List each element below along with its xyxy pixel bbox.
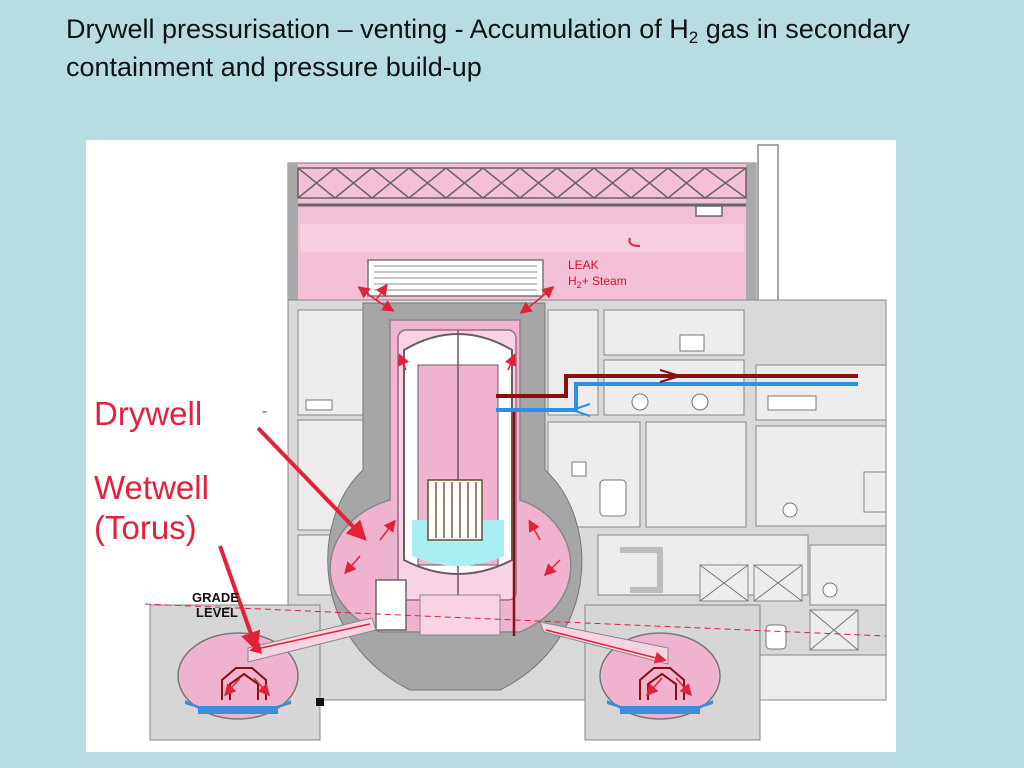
pointer-arrows — [218, 426, 367, 652]
left-rooms — [297, 309, 364, 596]
h2-steam-label: H2+ Steam — [568, 274, 627, 290]
grade-label: GRADE — [192, 590, 239, 605]
leak-flow-arrows — [224, 283, 692, 697]
grade-level-line — [144, 603, 887, 637]
torus-label: (Torus) — [94, 509, 197, 546]
steam-lines — [496, 369, 858, 417]
drywell-label: Drywell — [94, 395, 203, 432]
reactor-pressure-vessel — [375, 330, 513, 636]
refuel-floor — [300, 224, 744, 297]
equipment-shapes — [305, 334, 859, 651]
wetwell-label: Wetwell — [94, 469, 209, 506]
leak-label: LEAK — [568, 258, 599, 272]
level-label: LEVEL — [196, 605, 238, 620]
drywell-label-dash: - — [262, 403, 268, 420]
slide-title: Drywell pressurisation – venting - Accum… — [66, 14, 910, 82]
roof-truss — [297, 167, 747, 217]
